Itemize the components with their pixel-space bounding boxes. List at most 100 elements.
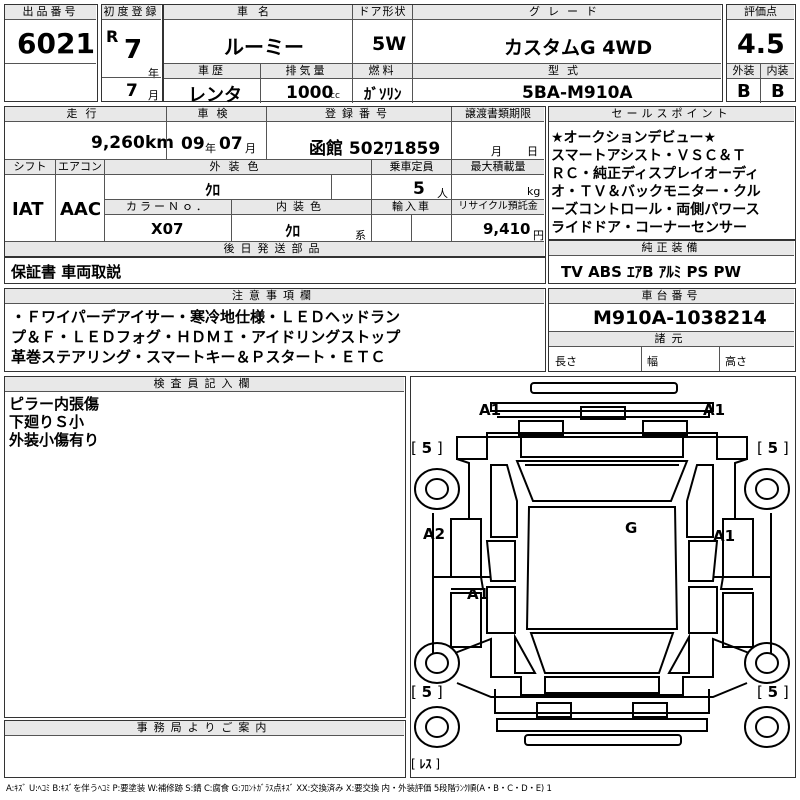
rear-bumper [496,718,708,732]
era: R [106,27,119,46]
sales-line: ーズコントロール・両側パワース [551,202,760,218]
capacity-unit: 人 [437,187,448,200]
office-label: 事務局よりご案内 [5,721,404,736]
chassis-number: M910A-1038214 [593,307,767,329]
capacity-label: 乗車定員 [372,160,451,175]
notes-label: 注意事項欄 [5,289,544,304]
plate-label: 登録番号 [267,107,451,122]
parts-value: 保証書 車両取説 [11,263,122,281]
import-label: 輸入車 [372,200,451,215]
rear-left-wheel [414,642,460,684]
damage-mark: A1 [703,401,726,419]
inspector-label: 検査員記入欄 [5,377,404,392]
front-left-wheel [414,468,460,510]
model-label: 型式 [413,64,721,79]
score-label: 評価点 [727,5,794,20]
right-rear-door [722,592,754,648]
score-box: 評価点 4.5 外装 内装 B B [726,4,796,103]
recycle-unit: 円 [533,229,544,242]
lot-label: 出品番号 [5,5,96,20]
history-label: 車歴 [164,64,260,79]
damage-mark: A2 [423,525,446,543]
recycle-label: リサイクル預託金 [452,200,544,215]
damage-diagram-box: A1 A1 G A2 A1 A1 [ 5 ] [ 5 ] [ 5 ] [ 5 ]… [410,376,796,778]
right-headlight [642,420,688,436]
door-label: ドア形状 [353,5,412,20]
year-unit: 年 [148,67,159,80]
capacity: 5 [413,179,425,199]
ac-label: エアコン [56,160,104,175]
transfer-label: 譲渡書類期限 [452,107,544,122]
front-right-wheel [744,468,790,510]
inspector-box: 検査員記入欄 ピラー内張傷 下廻りＳ小 外装小傷有り [4,376,406,718]
score: 4.5 [737,29,785,60]
tire-score: [ 5 ] [411,683,443,701]
height-label: 高さ [725,355,747,368]
recycle: 9,410 [483,220,531,238]
inspector-line: ピラー内張傷 [9,395,100,413]
color-no: X07 [151,220,184,238]
int-label: 内装 [761,64,794,79]
trunk [544,676,660,694]
parts-label: 後日発送部品 [5,242,544,257]
equipment-label: 純正装備 [549,241,794,256]
car-diagram [414,382,790,748]
model: 5BA-M910A [522,83,633,103]
windshield [515,460,689,502]
shift: IAT [12,199,44,220]
insp-month-unit: 月 [245,142,256,155]
length-label: 長さ [555,355,577,368]
sales-text: ★オークションデビュー★ スマートアシスト・ＶＳＣ＆Ｔ ＲＣ・純正ディスプレイオ… [551,129,795,237]
damage-mark: A1 [713,527,736,545]
sales-box: セールスポイント ★オークションデビュー★ スマートアシスト・ＶＳＣ＆Ｔ ＲＣ・… [548,106,796,240]
damage-mark: A1 [467,585,490,603]
office-box: 事務局よりご案内 [4,720,406,778]
ext-label: 外装 [727,64,760,79]
spare-label: [ ﾚｽ ] [411,757,441,771]
legend: A:ｷｽﾞ U:ﾍｺﾐ B:ｷｽﾞを伴うﾍｺﾐ P:要塗装 W:補修跡 S:錆 … [6,784,552,794]
reg-year: 7 [124,35,143,65]
left-front-door [450,518,482,578]
tire-score: [ 5 ] [757,683,789,701]
notes-line: 革巻ステアリング・スマートキー＆Ｐスタート・ＥＴＣ [11,348,386,366]
door-type: 5W [372,33,407,55]
left-headlight [518,420,564,436]
equipment-value: TV ABS ｴｱB ｱﾙﾐ PS PW [561,263,742,281]
int-color-label: 内装色 [232,200,371,215]
inspector-line: 下廻りＳ小 [9,413,85,431]
notes-line: プ＆Ｆ・ＬＥＤフォグ・ＨＤＭＩ・アイドリングストップ [11,328,401,346]
rear-window [529,632,675,674]
load-unit: kg [527,185,541,198]
load-label: 最大積載量 [452,160,544,175]
ext-grade: B [737,81,751,102]
color: ｸﾛ [205,181,221,199]
spare-tire [414,706,460,748]
notes-box: 注意事項欄 ・Ｆワイパーデアイサー・寒冷地仕様・ＬＥＤヘッドラン プ＆Ｆ・ＬＥＤ… [4,288,546,372]
shift-label: シフト [5,160,55,175]
first-registration-box: 初度登録 R 7 年 7 月 [101,4,163,102]
tire-score: [ 5 ] [411,439,443,457]
mileage-unit: km [145,133,175,153]
lot-number: 6021 [17,27,95,60]
mileage: 9,260 [91,133,145,153]
displacement-label: 排気量 [261,64,352,79]
transfer-month-unit: 月 [491,145,502,158]
width-label: 幅 [647,355,658,368]
plate: 函館 502ﾜ1859 [309,139,441,159]
first-reg-label: 初度登録 [102,5,161,20]
inspector-text: ピラー内張傷 下廻りＳ小 外装小傷有り [9,395,99,449]
grade-label: グレード [413,5,721,20]
notes-line: ・Ｆワイパーデアイサー・寒冷地仕様・ＬＥＤヘッドラン [11,308,400,326]
chassis-label: 車台番号 [549,289,794,304]
front-panel [490,402,714,412]
insp-year-unit: 年 [205,142,216,155]
equipment-box: 純正装備 TV ABS ｴｱB ｱﾙﾐ PS PW [548,240,796,284]
reg-month: 7 [126,81,138,101]
fuel: ｶﾞｿﾘﾝ [364,85,402,103]
name-label: 車名 [164,5,352,20]
parts-box: 保証書 車両取説 [4,256,546,284]
left-rear-door [450,592,482,648]
rear-right-wheel [744,642,790,684]
history: レンタ [188,85,242,106]
